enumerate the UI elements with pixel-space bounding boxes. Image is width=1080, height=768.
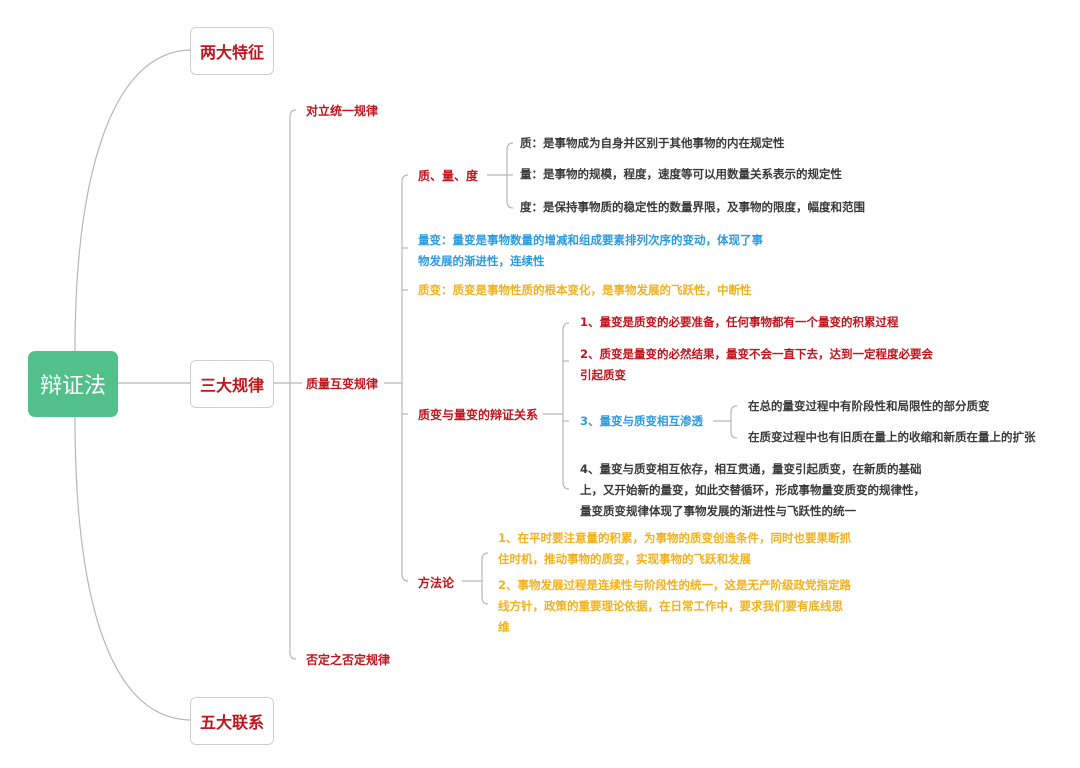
node-quantitative-change[interactable]: 量变：量变是事物数量的增减和组成要素排列次序的变动，体现了事 物发展的渐进性，连…	[418, 230, 763, 272]
node-methodology[interactable]: 方法论	[418, 576, 455, 590]
relation-item-2-line2: 引起质变	[580, 368, 626, 382]
quantitative-change-line2: 物发展的渐进性，连续性	[418, 254, 545, 268]
node-qualitative-change[interactable]: 质变：质变是事物性质的根本变化，是事物发展的飞跃性，中断性	[418, 283, 752, 297]
item-measure-def[interactable]: 度：是保持事物质的稳定性的数量界限，及事物的限度，幅度和范围	[520, 200, 865, 214]
methodology-item-2[interactable]: 2、事物发展过程是连续性与阶段性的统一，这是无产阶级政党指定路 线方针，政策的重…	[498, 575, 851, 638]
methodology-item-2-line3: 维	[498, 620, 510, 634]
branch-three-laws[interactable]: 三大规律	[190, 360, 274, 408]
quantitative-change-line1: 量变：量变是事物数量的增减和组成要素排列次序的变动，体现了事	[418, 233, 763, 247]
methodology-item-1-line2: 住时机，推动事物的质变，实现事物的飞跃和发展	[498, 552, 751, 566]
relation-item-3-child-1[interactable]: 在总的量变过程中有阶段性和局限性的部分质变	[748, 399, 990, 413]
item-quality-def[interactable]: 质：是事物成为自身并区别于其他事物的内在规定性	[520, 136, 785, 150]
branch-five-connections[interactable]: 五大联系	[190, 697, 274, 745]
relation-item-3-child-2[interactable]: 在质变过程中也有旧质在量上的收缩和新质在量上的扩张	[748, 430, 1036, 444]
relation-item-1[interactable]: 1、量变是质变的必要准备，任何事物都有一个量变的积累过程	[580, 315, 899, 329]
relation-item-4-line2: 上，又开始新的量变，如此交替循环，形成事物量变质变的规律性，	[580, 483, 925, 497]
item-quantity-def[interactable]: 量：是事物的规模，程度，速度等可以用数量关系表示的规定性	[520, 167, 842, 181]
node-dialectic-relation[interactable]: 质变与量变的辩证关系	[418, 408, 539, 422]
relation-item-3[interactable]: 3、量变与质变相互渗透	[580, 414, 704, 428]
relation-item-4[interactable]: 4、量变与质变相互依存，相互贯通，量变引起质变，在新质的基础 上，又开始新的量变…	[580, 459, 925, 522]
relation-item-2-line1: 2、质变是量变的必然结果，量变不会一直下去，达到一定程度必要会	[580, 347, 933, 361]
law-negation-of-negation[interactable]: 否定之否定规律	[306, 653, 391, 667]
methodology-item-2-line2: 线方针，政策的重要理论依据，在日常工作中，要求我们要有底线思	[498, 599, 843, 613]
relation-item-4-line3: 量变质变规律体现了事物发展的渐进性与飞跃性的统一	[580, 504, 856, 518]
methodology-item-2-line1: 2、事物发展过程是连续性与阶段性的统一，这是无产阶级政党指定路	[498, 578, 851, 592]
relation-item-2[interactable]: 2、质变是量变的必然结果，量变不会一直下去，达到一定程度必要会 引起质变	[580, 344, 933, 386]
methodology-item-1-line1: 1、在平时要注意量的积累，为事物的质变创造条件，同时也要果断抓	[498, 531, 851, 545]
methodology-item-1[interactable]: 1、在平时要注意量的积累，为事物的质变创造条件，同时也要果断抓 住时机，推动事物…	[498, 528, 851, 570]
root-node-dialectics[interactable]: 辩证法	[28, 351, 118, 417]
law-quantity-quality[interactable]: 质量互变规律	[306, 377, 379, 391]
node-quality-quantity-measure[interactable]: 质、量、度	[418, 169, 479, 183]
law-unity-of-opposites[interactable]: 对立统一规律	[306, 104, 379, 118]
relation-item-4-line1: 4、量变与质变相互依存，相互贯通，量变引起质变，在新质的基础	[580, 462, 922, 476]
branch-two-features[interactable]: 两大特征	[190, 27, 274, 75]
